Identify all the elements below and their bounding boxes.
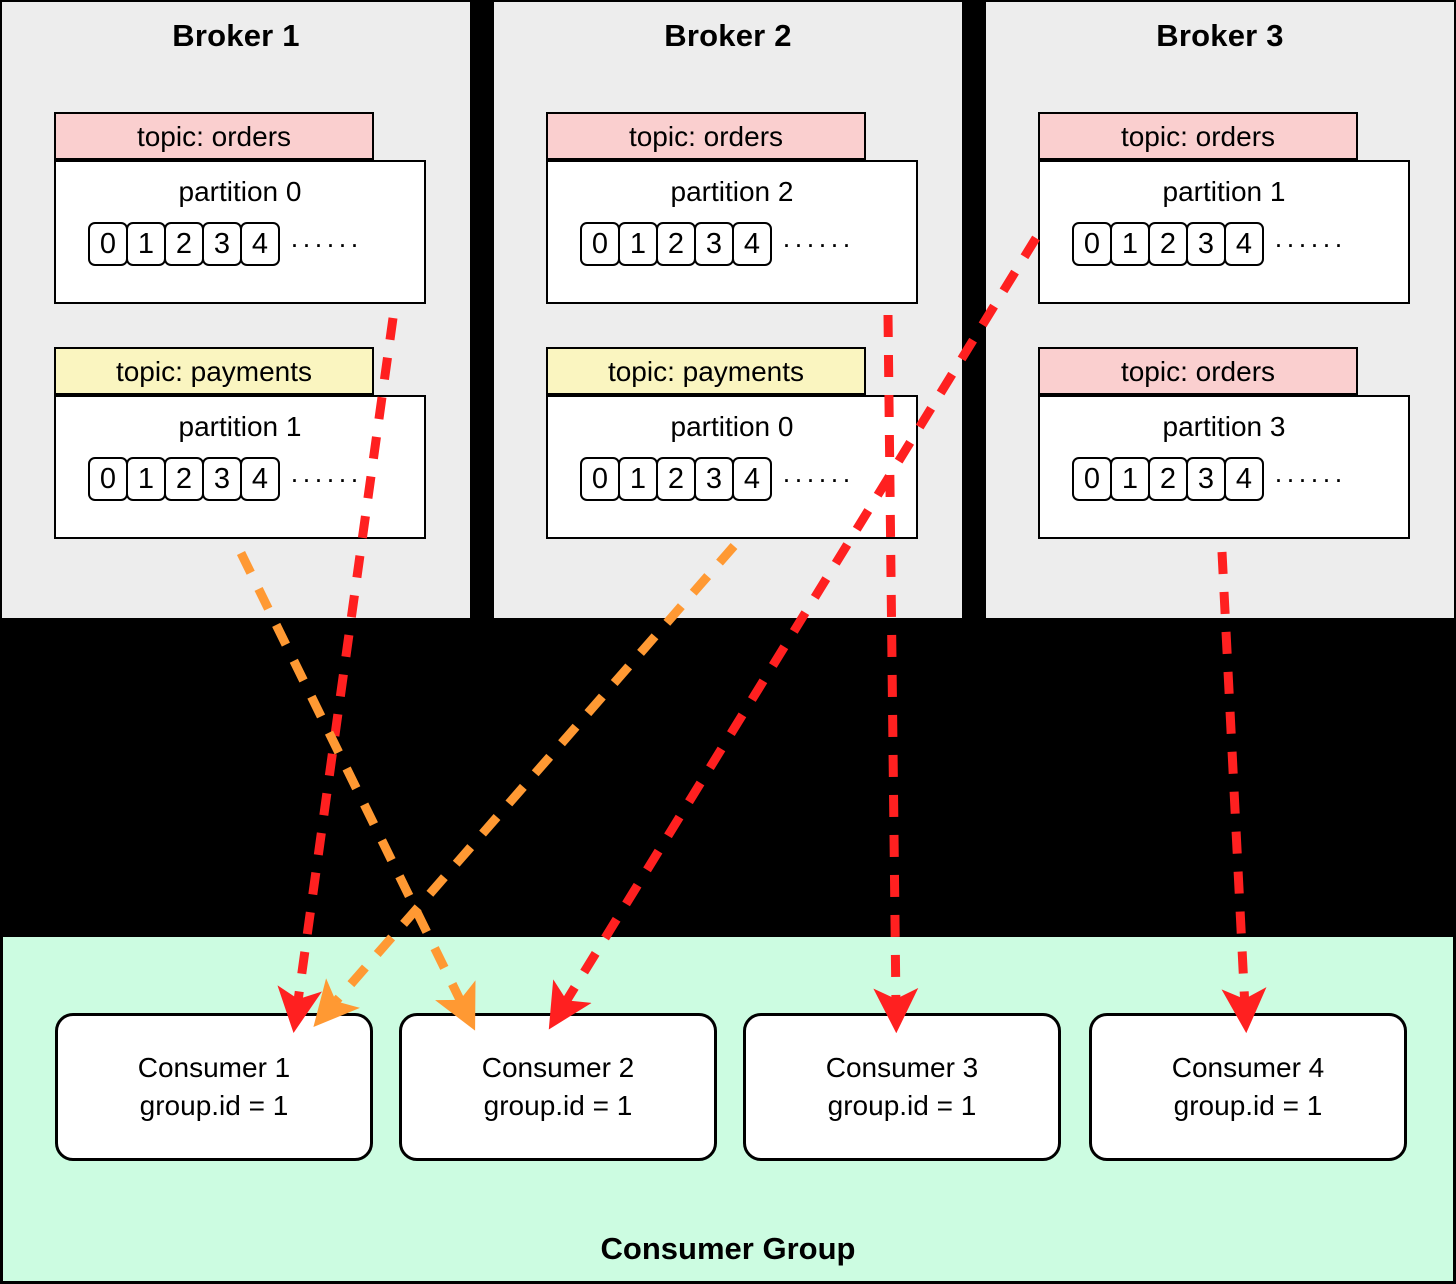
offset-cell: 4 — [240, 457, 280, 501]
topic-block: topic: payments partition 1 0 1 2 3 4 ··… — [54, 347, 426, 539]
offset-cell: 2 — [1148, 457, 1188, 501]
offset-cell: 1 — [1110, 222, 1150, 266]
offset-cell: 3 — [202, 457, 242, 501]
offset-ellipsis: ······ — [782, 229, 854, 259]
topic-header: topic: payments — [54, 347, 374, 395]
broker-panel-2: Broker 2 topic: orders partition 2 0 1 2… — [492, 0, 964, 620]
offset-cell: 2 — [1148, 222, 1188, 266]
offset-strip: 0 1 2 3 4 ······ — [1072, 457, 1346, 501]
offset-cell: 4 — [732, 457, 772, 501]
offset-strip: 0 1 2 3 4 ······ — [1072, 222, 1346, 266]
partition-label: partition 1 — [1162, 176, 1286, 207]
consumer-box-3[interactable]: Consumer 3 group.id = 1 — [743, 1013, 1061, 1161]
offset-cell: 3 — [694, 457, 734, 501]
partition-box: partition 3 0 1 2 3 4 ······ — [1038, 395, 1410, 539]
partition-label: partition 3 — [1162, 411, 1286, 442]
broker-title: Broker 3 — [1156, 18, 1284, 53]
offset-cell: 3 — [694, 222, 734, 266]
offset-cell: 0 — [1072, 457, 1112, 501]
offset-cell: 2 — [656, 457, 696, 501]
offset-cell: 4 — [1224, 457, 1264, 501]
partition-label: partition 2 — [670, 176, 794, 207]
topic-header: topic: orders — [1038, 112, 1358, 160]
consumer-name: Consumer 4 — [1171, 1052, 1325, 1083]
topic-header: topic: orders — [1038, 347, 1358, 395]
offset-ellipsis: ······ — [1274, 229, 1346, 259]
topic-block: topic: orders partition 1 0 1 2 3 4 ····… — [1038, 112, 1410, 304]
topic-header: topic: orders — [546, 112, 866, 160]
topic-block: topic: orders partition 3 0 1 2 3 4 ····… — [1038, 347, 1410, 539]
partition-label: partition 0 — [670, 411, 794, 442]
offset-ellipsis: ······ — [1274, 464, 1346, 494]
consumer-groupid: group.id = 1 — [483, 1090, 633, 1121]
offset-strip: 0 1 2 3 4 ······ — [580, 222, 854, 266]
consumer-name: Consumer 1 — [137, 1052, 291, 1083]
offset-cell: 1 — [1110, 457, 1150, 501]
offset-cell: 0 — [580, 222, 620, 266]
partition-box: partition 1 0 1 2 3 4 ······ — [54, 395, 426, 539]
topic-block: topic: payments partition 0 0 1 2 3 4 ··… — [546, 347, 918, 539]
partition-box: partition 2 0 1 2 3 4 ······ — [546, 160, 918, 304]
offset-ellipsis: ······ — [290, 464, 362, 494]
offset-cell: 1 — [126, 457, 166, 501]
offset-cell: 0 — [580, 457, 620, 501]
consumer-groupid: group.id = 1 — [139, 1090, 289, 1121]
consumer-box-1[interactable]: Consumer 1 group.id = 1 — [55, 1013, 373, 1161]
consumer-group-title: Consumer Group — [600, 1231, 856, 1266]
broker-title: Broker 1 — [172, 18, 300, 53]
offset-strip: 0 1 2 3 4 ······ — [88, 457, 362, 501]
topic-block: topic: orders partition 2 0 1 2 3 4 ····… — [546, 112, 918, 304]
topic-header: topic: orders — [54, 112, 374, 160]
offset-cell: 1 — [618, 222, 658, 266]
offset-cell: 4 — [1224, 222, 1264, 266]
consumer-box-2[interactable]: Consumer 2 group.id = 1 — [399, 1013, 717, 1161]
consumer-name: Consumer 2 — [481, 1052, 635, 1083]
partition-box: partition 0 0 1 2 3 4 ······ — [54, 160, 426, 304]
offset-cell: 4 — [732, 222, 772, 266]
offset-cell: 0 — [88, 457, 128, 501]
consumer-groupid: group.id = 1 — [827, 1090, 977, 1121]
broker-panel-1: Broker 1 topic: orders partition 0 0 1 2… — [0, 0, 472, 620]
offset-cell: 2 — [164, 222, 204, 266]
topic-block: topic: orders partition 0 0 1 2 3 4 ····… — [54, 112, 426, 304]
offset-cell: 1 — [618, 457, 658, 501]
partition-label: partition 0 — [178, 176, 302, 207]
offset-strip: 0 1 2 3 4 ······ — [88, 222, 362, 266]
consumer-box-4[interactable]: Consumer 4 group.id = 1 — [1089, 1013, 1407, 1161]
topic-header: topic: payments — [546, 347, 866, 395]
consumer-group-panel: Consumer 1 group.id = 1 Consumer 2 group… — [0, 934, 1456, 1284]
offset-strip: 0 1 2 3 4 ······ — [580, 457, 854, 501]
offset-cell: 0 — [1072, 222, 1112, 266]
broker-panel-3: Broker 3 topic: orders partition 1 0 1 2… — [984, 0, 1456, 620]
offset-cell: 0 — [88, 222, 128, 266]
partition-box: partition 0 0 1 2 3 4 ······ — [546, 395, 918, 539]
offset-cell: 2 — [164, 457, 204, 501]
consumer-name: Consumer 3 — [825, 1052, 979, 1083]
offset-cell: 3 — [1186, 222, 1226, 266]
offset-ellipsis: ······ — [290, 229, 362, 259]
broker-title: Broker 2 — [664, 18, 792, 53]
partition-box: partition 1 0 1 2 3 4 ······ — [1038, 160, 1410, 304]
partition-label: partition 1 — [178, 411, 302, 442]
consumer-groupid: group.id = 1 — [1173, 1090, 1323, 1121]
offset-cell: 3 — [1186, 457, 1226, 501]
offset-cell: 1 — [126, 222, 166, 266]
offset-ellipsis: ······ — [782, 464, 854, 494]
offset-cell: 4 — [240, 222, 280, 266]
offset-cell: 3 — [202, 222, 242, 266]
offset-cell: 2 — [656, 222, 696, 266]
